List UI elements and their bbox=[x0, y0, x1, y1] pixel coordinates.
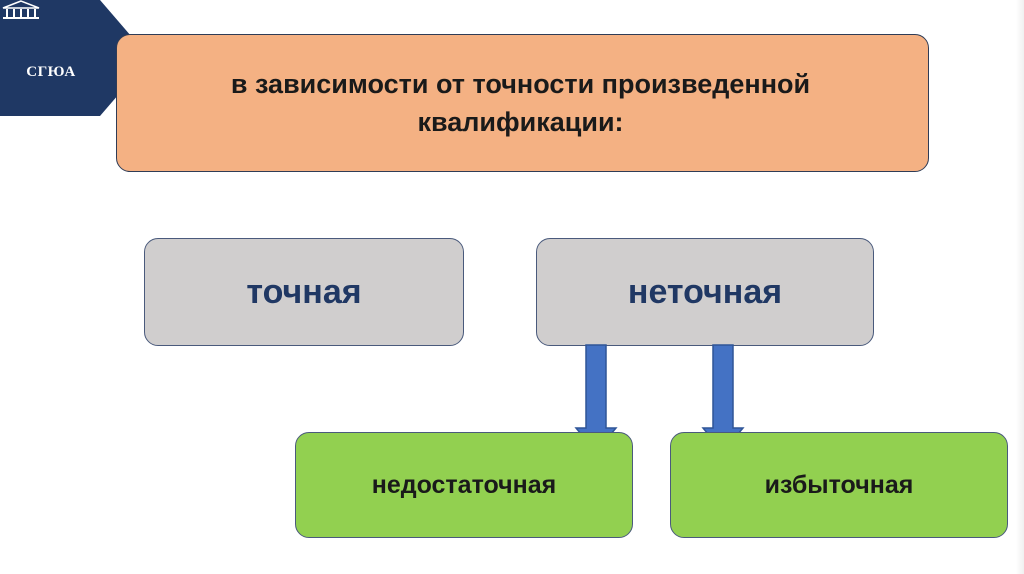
header-line-1: в зависимости от точности произведенной bbox=[230, 69, 811, 99]
slide-edge bbox=[1016, 0, 1024, 574]
category-inexact-label: неточная bbox=[627, 272, 783, 311]
subcategory-insufficient: недостаточная bbox=[295, 432, 633, 538]
header-box: в зависимости от точности произведенной … bbox=[116, 34, 929, 172]
header-line-2: квалификации: bbox=[417, 107, 624, 137]
category-exact: точная bbox=[144, 238, 464, 346]
header-text: в зависимости от точности произведенной … bbox=[231, 65, 810, 141]
logo-tab: СГЮА bbox=[0, 0, 160, 116]
subcategory-insufficient-label: недостаточная bbox=[371, 470, 557, 499]
subcategory-excessive: избыточная bbox=[670, 432, 1008, 538]
building-icon bbox=[2, 0, 40, 19]
logo-text: СГЮА bbox=[26, 64, 76, 80]
category-exact-label: точная bbox=[246, 272, 362, 311]
subcategory-excessive-label: избыточная bbox=[764, 470, 914, 499]
category-inexact: неточная bbox=[536, 238, 874, 346]
